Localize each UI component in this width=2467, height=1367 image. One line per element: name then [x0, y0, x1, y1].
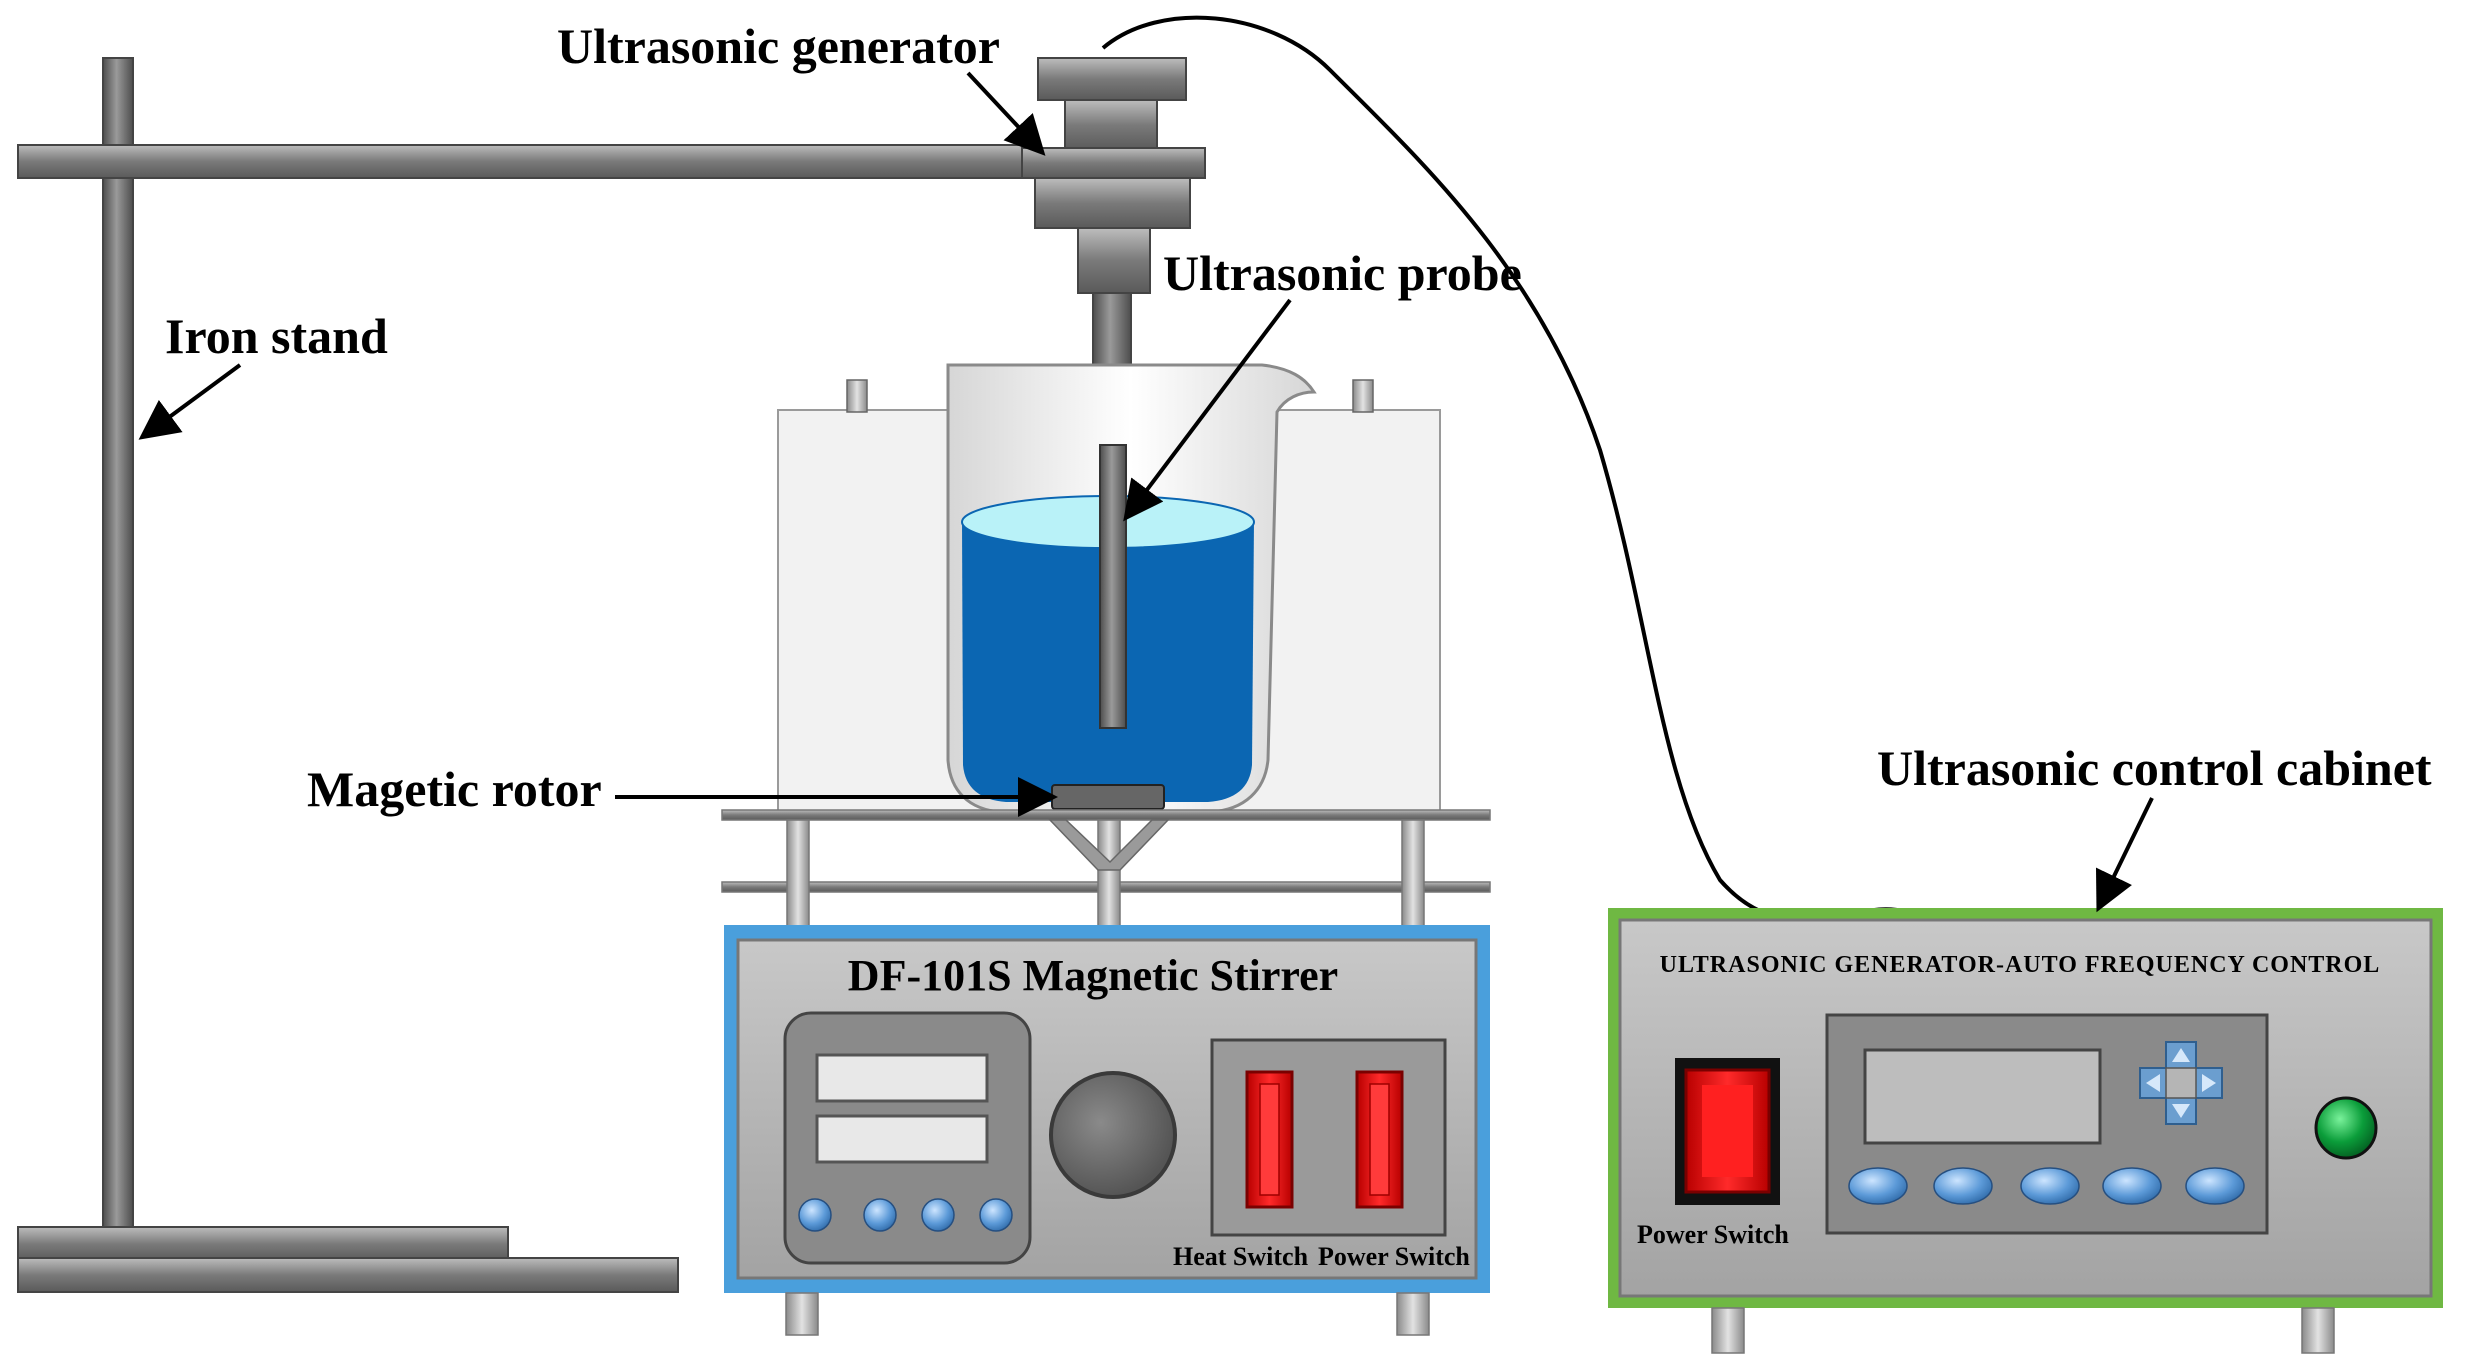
stirrer-power-switch-inner	[1369, 1083, 1390, 1196]
cabinet-button[interactable]	[2102, 1167, 2162, 1205]
iron-stand-rod	[102, 57, 134, 1231]
label-iron-stand: Iron stand	[165, 308, 388, 364]
dpad-left-arrow	[2146, 1074, 2160, 1092]
generator-upper-body	[1064, 99, 1158, 151]
stirrer-feet	[785, 1292, 1430, 1336]
magnetic-stirrer: DF-101S Magnetic Stirrer Heat Switch Pow…	[724, 925, 1490, 1293]
magnetic-rotor	[1051, 784, 1165, 810]
cabinet-header: ULTRASONIC GENERATOR-AUTO FREQUENCY CONT…	[1660, 952, 2381, 978]
support-leg	[1097, 819, 1121, 929]
label-ultrasonic-generator: Ultrasonic generator	[557, 18, 1000, 74]
label-magnetic-rotor: Magetic rotor	[307, 761, 602, 817]
ultrasonic-control-cabinet: ULTRASONIC GENERATOR-AUTO FREQUENCY CONT…	[1608, 908, 2443, 1308]
dpad-up-arrow	[2172, 1048, 2190, 1062]
generator-lower-body	[1034, 177, 1191, 229]
dpad-icon[interactable]	[2139, 1041, 2223, 1125]
dpad-down-arrow	[2172, 1104, 2190, 1118]
probe-tip	[1099, 444, 1127, 729]
dpad-center	[2165, 1067, 2197, 1099]
iron-stand	[17, 57, 1024, 1293]
stirrer-foot	[785, 1292, 819, 1336]
cabinet-feet	[1711, 1307, 2335, 1354]
cabinet-foot	[1711, 1307, 1745, 1354]
heat-switch-label: Heat Switch	[1173, 1242, 1309, 1271]
stirrer-power-switch-label: Power Switch	[1318, 1242, 1470, 1271]
stirrer-button[interactable]	[921, 1198, 955, 1232]
cabinet-button[interactable]	[2185, 1167, 2245, 1205]
label-ultrasonic-probe: Ultrasonic probe	[1163, 245, 1522, 301]
stirrer-title: DF-101S Magnetic Stirrer	[848, 951, 1338, 1000]
arrow-iron-stand	[138, 363, 242, 440]
support-plate-top	[721, 809, 1491, 821]
label-control-cabinet: Ultrasonic control cabinet	[1877, 740, 2432, 796]
dpad-right-arrow	[2202, 1074, 2216, 1092]
generator-neck	[1077, 227, 1151, 294]
generator-cap	[1037, 57, 1187, 101]
support-leg	[1401, 819, 1425, 929]
arrow-ultrasonic-probe	[1123, 298, 1292, 522]
stirrer-speed-knob[interactable]	[1049, 1071, 1177, 1199]
iron-stand-clamp-arm	[17, 144, 1024, 179]
beaker	[946, 363, 1317, 814]
iron-stand-base-upper	[17, 1226, 509, 1262]
stirrer-support-frame	[721, 809, 1491, 929]
arrow-ultrasonic-generator	[966, 71, 1046, 156]
bath-peg-right	[1352, 379, 1374, 413]
cabinet-power-switch-inner	[1702, 1085, 1753, 1177]
generator-clamp-ring	[1021, 147, 1206, 179]
arrow-control-cabinet	[2095, 797, 2154, 913]
stirrer-button[interactable]	[979, 1198, 1013, 1232]
stirrer-button[interactable]	[798, 1198, 832, 1232]
stirrer-button[interactable]	[863, 1198, 897, 1232]
stirrer-foot	[1396, 1292, 1430, 1336]
iron-stand-base-lower	[17, 1257, 679, 1293]
cabinet-button[interactable]	[2020, 1167, 2080, 1205]
support-leg	[786, 819, 810, 929]
cabinet-display	[1863, 1048, 2102, 1145]
cabinet-button[interactable]	[1848, 1167, 1908, 1205]
cabinet-indicator-light	[2314, 1096, 2378, 1160]
cabinet-button[interactable]	[1933, 1167, 1993, 1205]
heat-switch-inner	[1259, 1083, 1280, 1196]
cabinet-power-switch-label: Power Switch	[1637, 1220, 1789, 1249]
stirrer-display-upper	[815, 1053, 989, 1103]
bath-peg-left	[846, 379, 868, 413]
stirrer-display-lower	[815, 1114, 989, 1164]
support-v-bracket	[1048, 819, 1170, 871]
cabinet-foot	[2301, 1307, 2335, 1354]
